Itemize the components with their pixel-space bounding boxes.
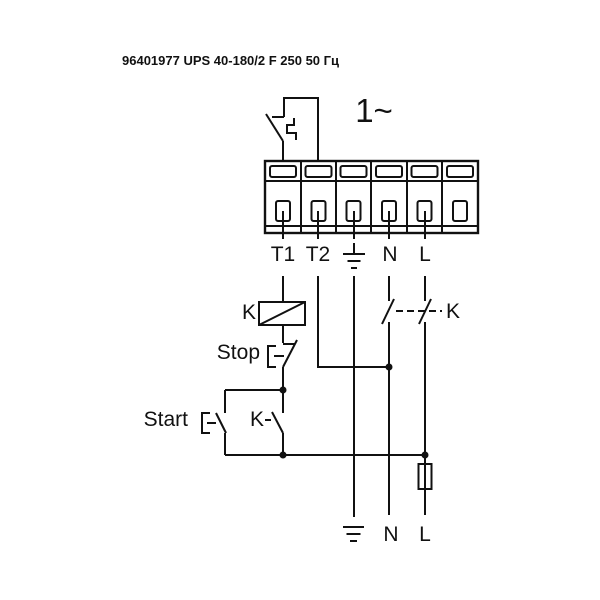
start-contact-blade xyxy=(215,412,227,434)
wire-t2-to-n xyxy=(317,276,389,368)
earth-ground-icon-top xyxy=(343,243,365,269)
terminal-screw-clamps xyxy=(269,165,474,178)
terminal-label-t1: T1 xyxy=(271,243,296,266)
main-contact-blade-n xyxy=(381,298,395,325)
supply-label-l: L xyxy=(419,523,431,546)
diagram-title: 96401977 UPS 40-180/2 F 250 50 Гц xyxy=(122,53,339,68)
start-button xyxy=(201,412,227,434)
junction-dots xyxy=(279,363,429,459)
start-actuator-bracket xyxy=(201,412,210,434)
terminal-label-l: L xyxy=(419,243,431,266)
stop-label: Stop xyxy=(217,341,260,364)
fuse xyxy=(417,463,433,490)
earth-ground-icon-bottom xyxy=(343,526,364,542)
coil-label: K xyxy=(242,301,256,324)
thermal-element-icon xyxy=(286,118,297,140)
contactor-main-contacts: K xyxy=(381,298,460,325)
pump-thermal-switch xyxy=(265,97,319,162)
terminal-label-n: N xyxy=(382,243,397,266)
wires xyxy=(282,276,426,517)
terminal-wire-stubs xyxy=(282,211,426,239)
start-label: Start xyxy=(144,408,189,431)
thermal-contact-blade xyxy=(265,113,284,142)
terminal-labels: T1 T2 N L xyxy=(271,243,431,269)
holding-contact-blade xyxy=(271,411,284,434)
terminal-block xyxy=(263,159,480,239)
phase-label: 1~ xyxy=(355,92,393,129)
holding-contact-label: K xyxy=(250,408,264,431)
stop-actuator-bracket xyxy=(267,345,276,368)
terminal-label-t2: T2 xyxy=(306,243,331,266)
supply-label-n: N xyxy=(383,523,398,546)
supply-labels: N L xyxy=(343,523,431,546)
start-holding-branch: Start K xyxy=(144,389,425,456)
main-contact-label: K xyxy=(446,300,460,323)
holding-contact: K xyxy=(250,408,284,434)
stop-button: Stop xyxy=(217,339,298,390)
stop-contact-blade xyxy=(282,339,298,368)
contactor-coil: K xyxy=(242,301,306,343)
